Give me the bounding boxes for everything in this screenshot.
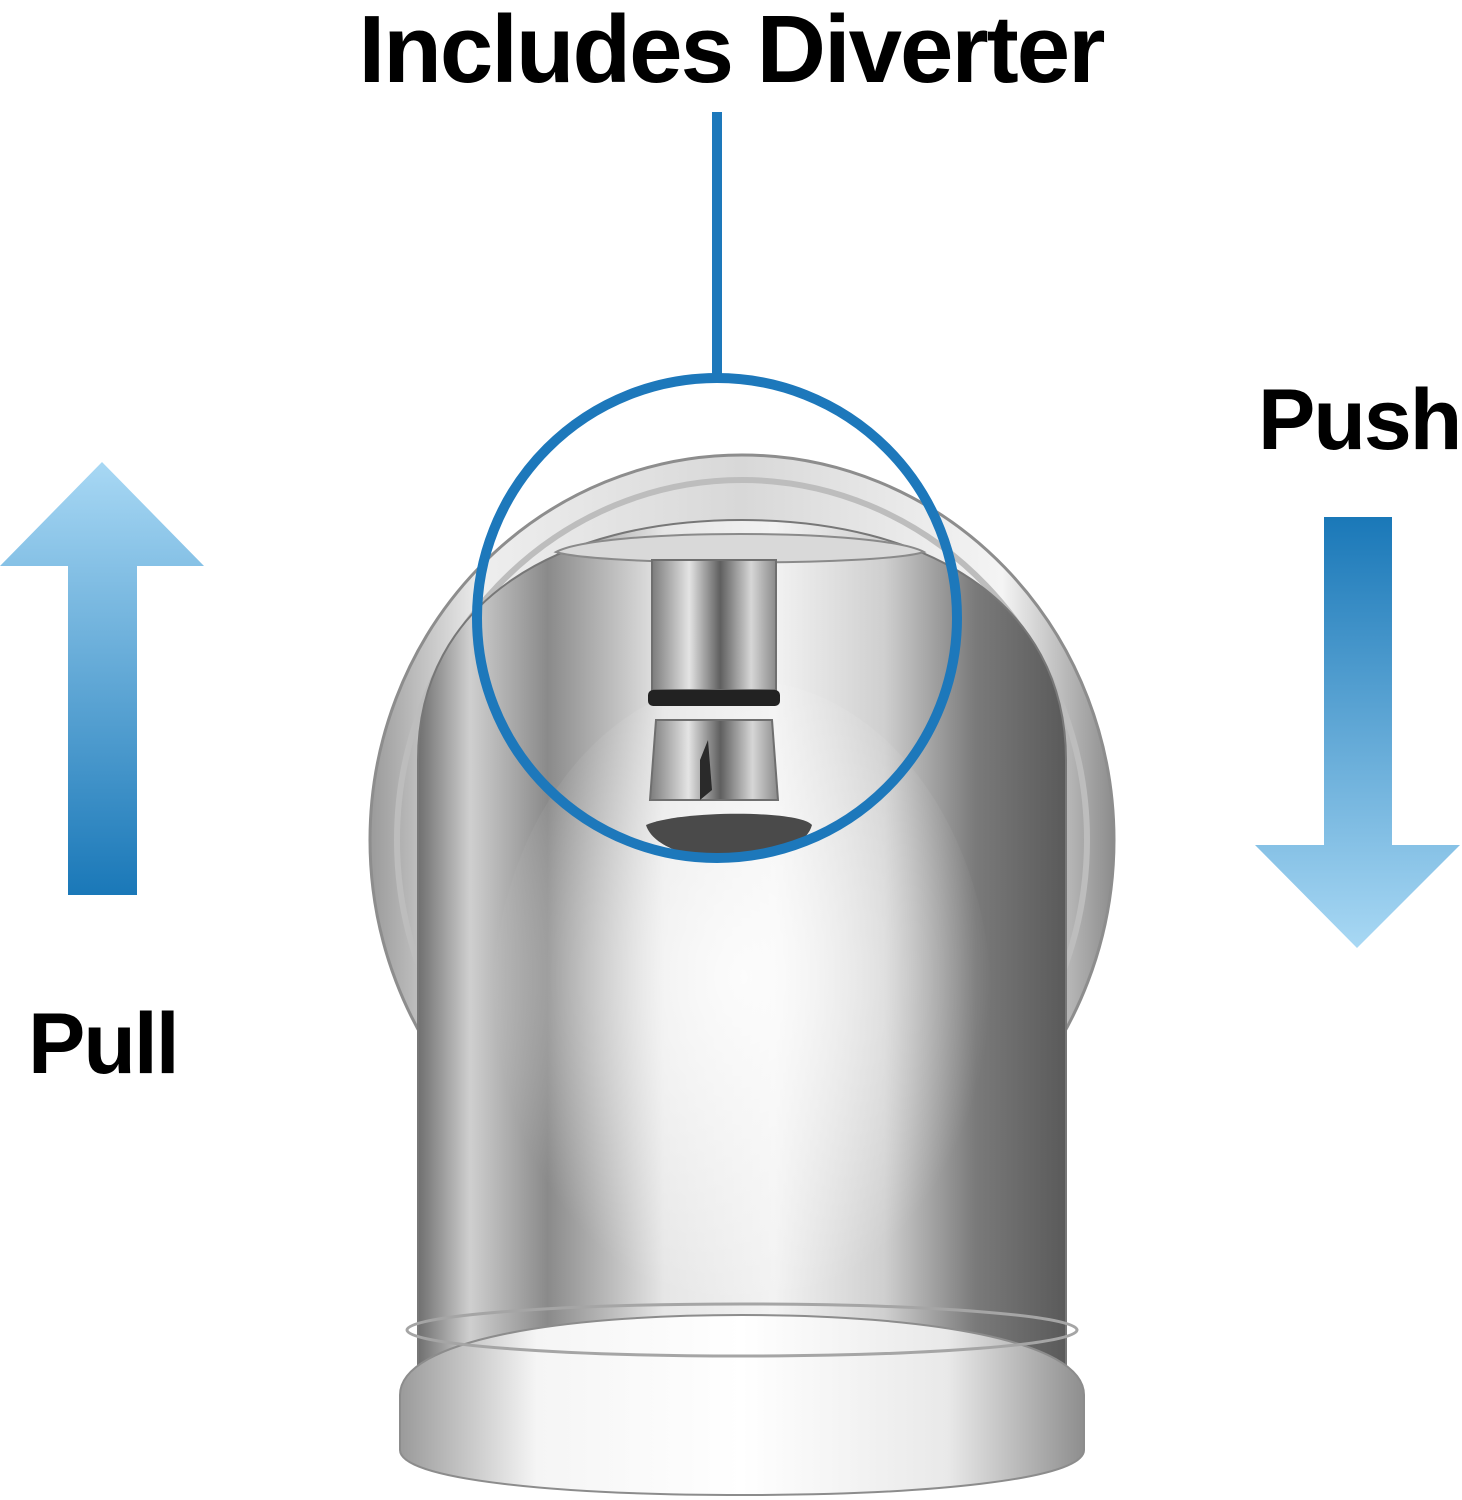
tub-spout — [399, 518, 1085, 1497]
arrow-down-icon — [1255, 517, 1460, 948]
arrow-up-icon — [0, 462, 204, 895]
diverter-knob — [553, 533, 927, 859]
pull-label: Pull — [28, 996, 180, 1092]
headline-includes-diverter: Includes Diverter — [358, 0, 1106, 103]
diverter-callout — [472, 112, 962, 863]
push-label: Push — [1258, 372, 1462, 468]
